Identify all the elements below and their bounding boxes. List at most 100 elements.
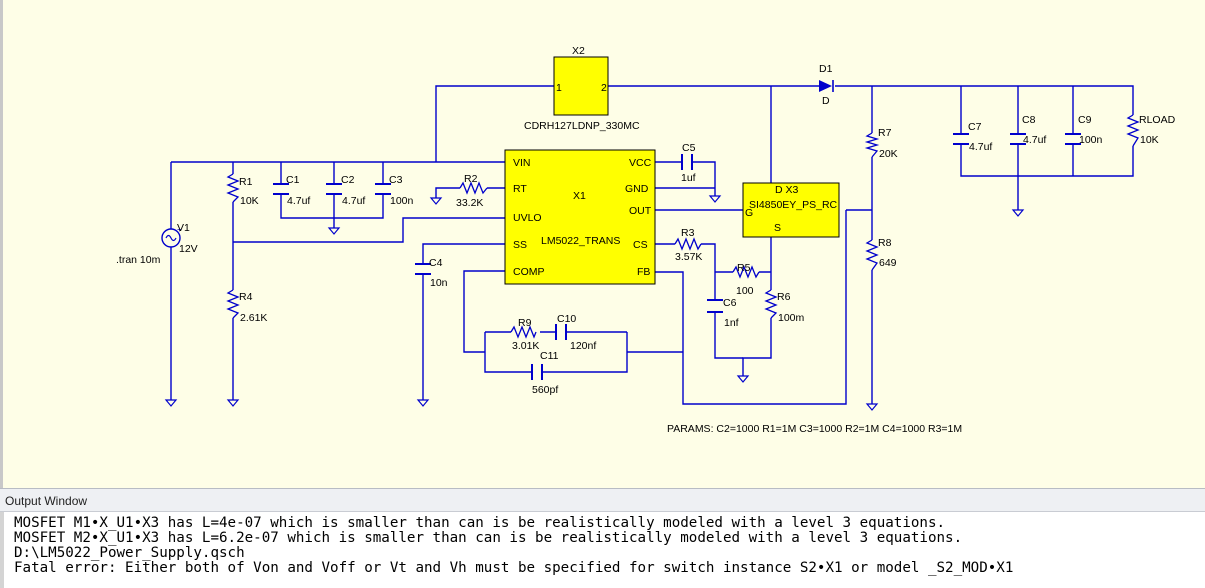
c5-value: 1uf [681,172,696,184]
d1-diode-symbol[interactable] [819,80,834,92]
d1-sub: D [822,95,830,107]
r6-symbol [764,289,778,319]
d1-ref: D1 [819,63,833,75]
x1-component[interactable] [504,149,656,285]
c11-symbol [531,364,543,380]
r1-value: 10K [240,195,259,207]
c9-ref: C9 [1078,114,1092,126]
r5-ref: R5 [737,262,751,274]
c4-symbol [415,263,431,275]
c4-value: 10n [430,277,448,289]
x1-pin-gnd: GND [625,183,649,195]
c11-ref: C11 [540,350,559,362]
schematic-canvas[interactable]: + X2 1 2 CDRH127LDNP_330MC D1 D X1 LM502… [0,0,1205,488]
c2-ref: C2 [341,174,355,186]
c6-ref: C6 [723,297,737,309]
r3-symbol [674,237,702,251]
c4-ref: C4 [429,257,443,269]
r3-value: 3.57K [675,251,702,263]
r7-ref: R7 [878,127,892,139]
r9-value: 3.01K [512,340,539,352]
rload-ref: RLOAD [1139,114,1176,126]
c11-value: 560pf [532,384,558,396]
c1-value: 4.7uf [287,195,310,207]
x1-pin-comp: COMP [513,266,545,278]
c7-ref: C7 [968,121,982,133]
c3-value: 100n [390,195,414,207]
r7-symbol [864,132,880,158]
output-line: Fatal error: Either both of Von and Voff… [14,560,1014,576]
x3-ref: D X3 [775,184,799,196]
c10-ref: C10 [557,313,576,325]
r2-value: 33.2K [456,197,483,209]
c7-symbol [953,133,969,145]
c5-symbol [681,154,693,170]
x3-pin-s: S [774,222,781,234]
r8-value: 649 [879,257,897,269]
v1-source-symbol[interactable]: + [161,225,182,248]
c8-symbol [1010,133,1026,145]
r8-ref: R8 [878,237,892,249]
c10-symbol [555,324,567,340]
x1-pin-cs: CS [633,239,648,251]
output-line: D:\LM5022_Power_Supply.qsch [14,545,245,561]
r8-symbol [865,239,879,271]
r9-ref: R9 [518,317,532,329]
x1-pin-rt: RT [513,183,527,195]
r6-value: 100m [778,312,805,324]
output-window-header[interactable]: Output Window [0,488,1205,512]
output-window-title: Output Window [5,494,88,508]
c9-value: 100n [1079,134,1103,146]
capacitor-symbols [273,133,1081,380]
r1-ref: R1 [239,176,253,188]
c2-symbol [326,183,342,195]
c10-value: 120nf [570,340,596,352]
x1-pin-uvlo: UVLO [513,212,542,224]
r7-value: 20K [879,148,898,160]
tran-directive: .tran 10m [116,254,161,266]
x2-pin1: 1 [556,82,562,94]
x1-pin-ss: SS [513,239,527,251]
component-labels: X2 1 2 CDRH127LDNP_330MC D1 D X1 LM5022_… [116,45,1176,435]
c8-value: 4.7uf [1023,134,1046,146]
x1-pin-fb: FB [637,266,650,278]
c9-symbol [1065,133,1081,145]
c3-symbol [375,183,391,195]
x3-pin-g: G [745,207,753,219]
x2-pin2: 2 [601,82,607,94]
c1-symbol [273,183,289,195]
r5-value: 100 [736,285,754,297]
r5-symbol [732,265,760,279]
rload-value: 10K [1140,134,1159,146]
r4-symbol [226,289,240,319]
r6-ref: R6 [777,291,791,303]
output-window-body[interactable]: MOSFET M1•X_U1•X3 has L=4e-07 which is s… [0,512,1205,588]
output-line: MOSFET M2•X_U1•X3 has L=6.2e-07 which is… [14,530,963,546]
c5-ref: C5 [682,142,696,154]
r2-symbol [459,181,488,195]
v1-value: 12V [179,243,198,255]
v1-ref: V1 [177,222,190,234]
c2-value: 4.7uf [342,195,365,207]
rload-symbol [1126,114,1140,147]
x1-value: LM5022_TRANS [541,235,620,247]
x3-value: SI4850EY_PS_RC [749,199,838,211]
wires [170,85,1134,405]
c6-value: 1nf [724,317,739,329]
x1-pin-out: OUT [629,205,652,217]
c6-symbol [707,299,723,313]
r4-value: 2.61K [240,312,267,324]
r3-ref: R3 [681,227,695,239]
c1-ref: C1 [286,174,300,186]
x1-ref: X1 [573,190,586,202]
c7-value: 4.7uf [969,141,992,153]
c8-ref: C8 [1022,114,1036,126]
c3-ref: C3 [389,174,403,186]
r4-ref: R4 [239,291,253,303]
x2-component[interactable] [553,56,609,116]
x3-component[interactable] [742,182,840,238]
params-directive: PARAMS: C2=1000 R1=1M C3=1000 R2=1M C4=1… [667,423,962,435]
resistor-symbols [226,114,1140,339]
x2-ref: X2 [572,45,585,57]
r9-symbol [510,325,537,339]
